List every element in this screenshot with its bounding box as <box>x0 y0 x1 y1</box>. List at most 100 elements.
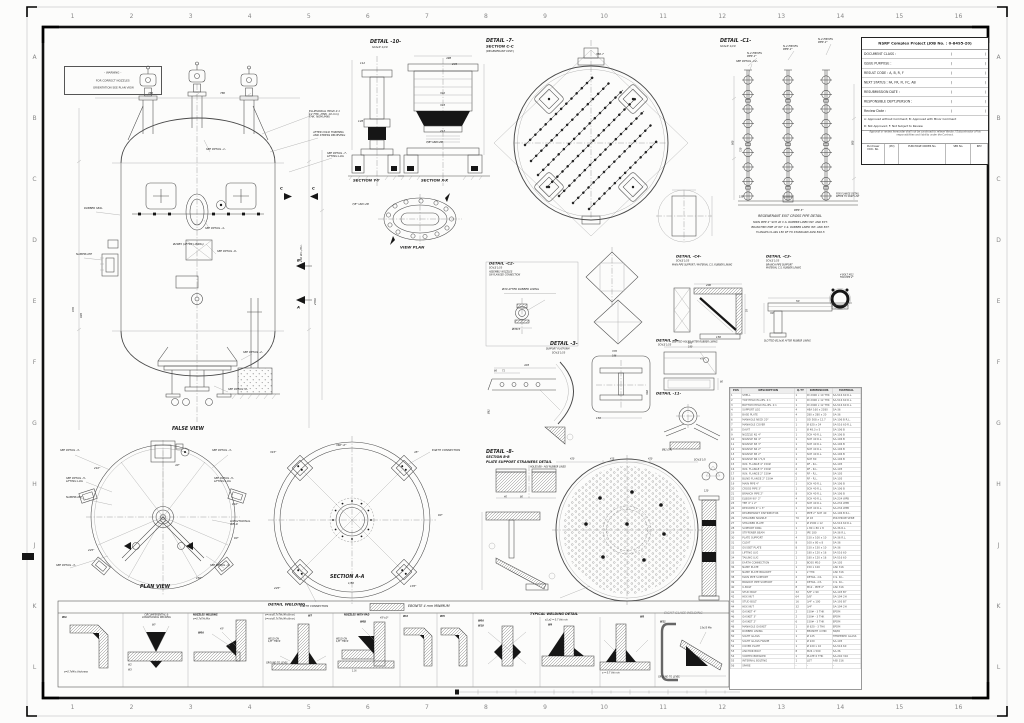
detail-7-dim: 350.7 <box>596 52 604 56</box>
grid-ref-cell: 1 <box>70 703 75 711</box>
p5-weldon: WELD ON 1/8" THICK <box>336 637 349 643</box>
section-aa-scale: 1/50 <box>348 581 355 585</box>
w4-label: W4 <box>403 614 408 618</box>
grid-ref-cell: L <box>32 664 37 671</box>
detail-c2-sub2: ON FLANGED CONNECTION <box>489 273 521 277</box>
sheet-frame <box>22 6 1008 717</box>
plan-angle-225: 225° <box>88 548 95 552</box>
tb-fine-print: Approval or review hereunder shall not b… <box>862 130 988 144</box>
p8-note: a = 0.7 thk min <box>602 671 620 675</box>
grid-ref-cell: C <box>32 176 37 183</box>
d3-dim-62: Ø62 <box>487 409 491 414</box>
detail-c3-sub1: BRANCH PIPE SUPPORT <box>766 263 793 266</box>
detail-c3-drawing <box>763 288 852 338</box>
warning-note-box: - WARNING - FOR CORRECT NOZZLES ORIENTAT… <box>64 66 162 95</box>
section-xx-caption: SECTION X-X <box>421 178 449 183</box>
dim-left-2: 905 <box>79 312 83 318</box>
p4-note-b: b=min(0.7xThk.Min;6mm) <box>265 617 296 621</box>
plan-view-caption: PLAN VIEW <box>140 584 171 590</box>
grid-ref-cell: D <box>32 237 37 244</box>
detail-3-sub2: SCALE 1/10 <box>552 351 566 354</box>
grid-ref-cell: H <box>32 481 37 488</box>
see-detail-2: SEE DETAIL -2- <box>243 350 263 354</box>
p8-w9: W9 <box>548 623 553 627</box>
grid-ref-cell: H <box>996 481 1001 488</box>
tb-footer: Purchaser DOC. No. (PO) PURCHASE ORDER N… <box>862 144 988 164</box>
w3-label: W3 <box>128 668 132 672</box>
section-arrow-a: A <box>297 305 301 310</box>
plan-see-detail-3a: SEE DETAIL -3- <box>60 448 80 452</box>
detail-c2-sub1: ASSEMBLY NOZZLES <box>489 270 513 273</box>
earth-connection-bottom: EARTH CONNECTION <box>300 604 329 608</box>
grid-ref-cell: 13 <box>777 703 786 711</box>
tb-row-responsible: RESPONSIBLE DEPT./PERSON :() <box>862 97 988 107</box>
d8-dim-420b: 420 <box>648 457 653 461</box>
grid-ref-cell: G <box>32 420 37 427</box>
tb-note-1: A: Approved without Comment; B: Approved… <box>864 118 957 121</box>
grid-ref-cell: 14 <box>836 703 845 711</box>
grid-ref-cell: 8 <box>484 12 488 20</box>
weld-band-drawing <box>57 600 730 688</box>
aa-angle-0: 360°-0° <box>336 443 347 447</box>
c4-dim-200: 200 <box>706 283 712 287</box>
project-title: NSRP Complex Project (JOB No. : 0-8495-2… <box>862 38 988 50</box>
tb-footer-rev: REV <box>971 144 988 164</box>
parts-list: POS DESCRIPTION Q.TY DIMENSIONS MATERIAL… <box>729 387 862 690</box>
p4-weldon: WELD ON 1/8" THICK <box>268 637 281 643</box>
grid-ref-cell: 4 <box>247 703 252 711</box>
grid-ref-cell: 10 <box>600 703 608 711</box>
unc-note-1: 7/8" UNC-2B <box>426 140 443 144</box>
d6-dim-200: 200 <box>688 341 693 345</box>
w2-label: W2 <box>128 663 132 667</box>
grid-ref-cell: 1 <box>70 12 75 20</box>
w7-label: W7 <box>308 614 313 618</box>
detail-3-title: DETAIL -3- <box>550 341 578 347</box>
plan-angle-210: 210° <box>94 466 101 470</box>
c1-pieces-3: N.4 PIECES PIPE 2" <box>818 37 833 44</box>
see-detail-9: SEE DETAIL -9- <box>217 249 237 253</box>
detail-7-title: DETAIL -7- <box>486 38 514 44</box>
detail-8-drawing <box>481 455 725 605</box>
aa-angle-225: 225° <box>274 586 281 590</box>
d10-dim-217: 217 <box>440 129 446 133</box>
d3-dim-186: 186 <box>612 354 617 358</box>
grid-ref-cell: 2 <box>129 12 134 20</box>
false-view-caption: FALSE VIEW <box>172 426 204 432</box>
see-detail-8: SEE DETAIL -8- <box>228 387 248 391</box>
grid-ref-cell: 3 <box>188 12 193 20</box>
grid-ref-cell: E <box>996 298 1001 305</box>
grid-ref-cell: J <box>997 542 1000 549</box>
detail-11-drawing <box>663 404 721 450</box>
section-arrow-c2: C <box>312 186 315 191</box>
grid-ref-cell: F <box>32 359 37 366</box>
p2-title: CIRCUMFERENTIAL & LONGITUDINAL WELDING <box>142 613 171 619</box>
d3-dim-302: 302 <box>645 389 649 395</box>
detail-c4-scale: SCALE 1/10 <box>676 259 690 263</box>
tb-note-2: R: Not Approved; F: Not Subject to Revie… <box>864 125 923 128</box>
tb-footer-po: (PO) <box>885 144 899 164</box>
grid-ref-cell: 13 <box>777 12 786 20</box>
p8-w6a: W6A <box>478 619 484 623</box>
c4-dim-150: 150 <box>716 335 722 339</box>
warning-line1: - WARNING - <box>104 71 122 75</box>
dim-left-1: 970 <box>71 306 75 312</box>
detail-6-scale: SCALE 1/10 <box>658 343 672 347</box>
grid-ref-cell: 8 <box>484 703 488 711</box>
